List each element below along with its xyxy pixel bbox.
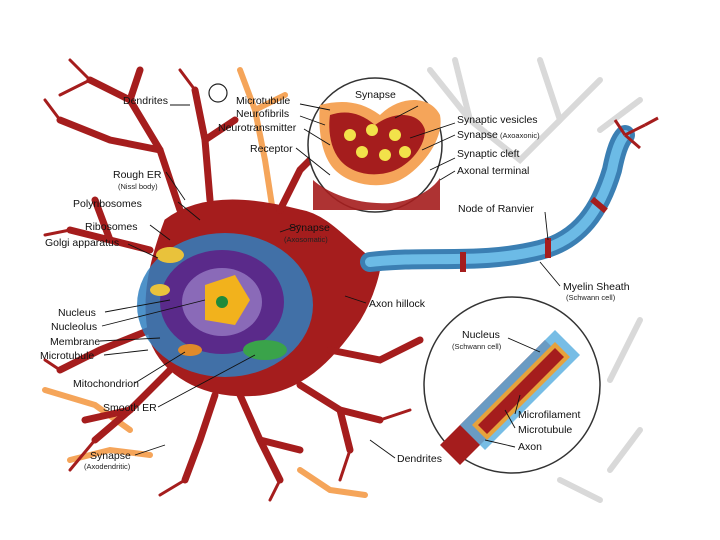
label-membrane: Membrane bbox=[50, 336, 100, 348]
nodes-of-ranvier bbox=[460, 196, 608, 272]
label-neurofibrils: Neurofibrils bbox=[236, 108, 289, 120]
background-neurons bbox=[427, 57, 643, 503]
golgi-shape bbox=[156, 247, 184, 263]
axon bbox=[360, 116, 659, 272]
label-mitochondrion: Mitochondrion bbox=[73, 378, 139, 390]
schwann-inset bbox=[423, 296, 601, 474]
synapse-inset bbox=[307, 77, 443, 213]
label-rough-er-sub: (Nissl body) bbox=[118, 182, 158, 191]
label-nucleus-schwann-sub: (Schwann cell) bbox=[452, 342, 502, 351]
smooth-er-shape bbox=[243, 340, 287, 360]
label-synaptic-vesicles: Synaptic vesicles bbox=[457, 114, 538, 126]
label-myelin-sheath: Myelin Sheath bbox=[563, 281, 630, 293]
label-synapse-inset: Synapse bbox=[355, 89, 396, 101]
label-synapse-axodendritic-sub: (Axodendritic) bbox=[84, 462, 131, 471]
soma-organelles bbox=[137, 233, 313, 377]
label-synapse-axoaxonic: Synapse bbox=[457, 129, 498, 141]
label-nucleolus: Nucleolus bbox=[51, 321, 97, 333]
label-synapse-axosomatic: Synapse bbox=[289, 222, 330, 234]
label-rough-er: Rough ER bbox=[113, 169, 162, 181]
label-ribosomes: Ribosomes bbox=[85, 221, 138, 233]
label-polyribosomes: Polyribosomes bbox=[73, 198, 142, 210]
label-smooth-er: Smooth ER bbox=[103, 402, 157, 414]
label-neurotransmitter: Neurotransmitter bbox=[218, 122, 297, 134]
label-synapse-axosomatic-sub: (Axosomatic) bbox=[284, 235, 328, 244]
label-microtubule-top: Microtubule bbox=[236, 95, 290, 107]
label-axon: Axon bbox=[518, 441, 542, 453]
labels: Dendrites Microtubule Neurofibrils Neuro… bbox=[40, 89, 630, 471]
label-axonal-terminal: Axonal terminal bbox=[457, 165, 529, 177]
label-microtubule-inset: Microtubule bbox=[518, 424, 572, 436]
label-microfilament: Microfilament bbox=[518, 409, 581, 421]
synapse-marker-circle bbox=[208, 83, 228, 103]
label-receptor: Receptor bbox=[250, 143, 293, 155]
label-nucleus: Nucleus bbox=[58, 307, 96, 319]
label-node-of-ranvier: Node of Ranvier bbox=[458, 203, 534, 215]
label-dendrites-bottom: Dendrites bbox=[397, 453, 442, 465]
label-myelin-sheath-sub: (Schwann cell) bbox=[566, 293, 616, 302]
leader-lines bbox=[99, 103, 561, 459]
label-synapse-axodendritic: Synapse bbox=[90, 450, 131, 462]
label-synaptic-cleft: Synaptic cleft bbox=[457, 148, 520, 160]
axon-terminal-branches bbox=[613, 116, 659, 150]
label-microtubule-left: Microtubule bbox=[40, 350, 94, 362]
label-axon-hillock: Axon hillock bbox=[369, 298, 426, 310]
label-nucleus-schwann: Nucleus bbox=[462, 329, 500, 341]
label-dendrites-top: Dendrites bbox=[123, 95, 168, 107]
label-golgi: Golgi apparatus bbox=[45, 237, 119, 249]
label-synapse-axoaxonic-sub: (Axoaxonic) bbox=[500, 131, 540, 140]
